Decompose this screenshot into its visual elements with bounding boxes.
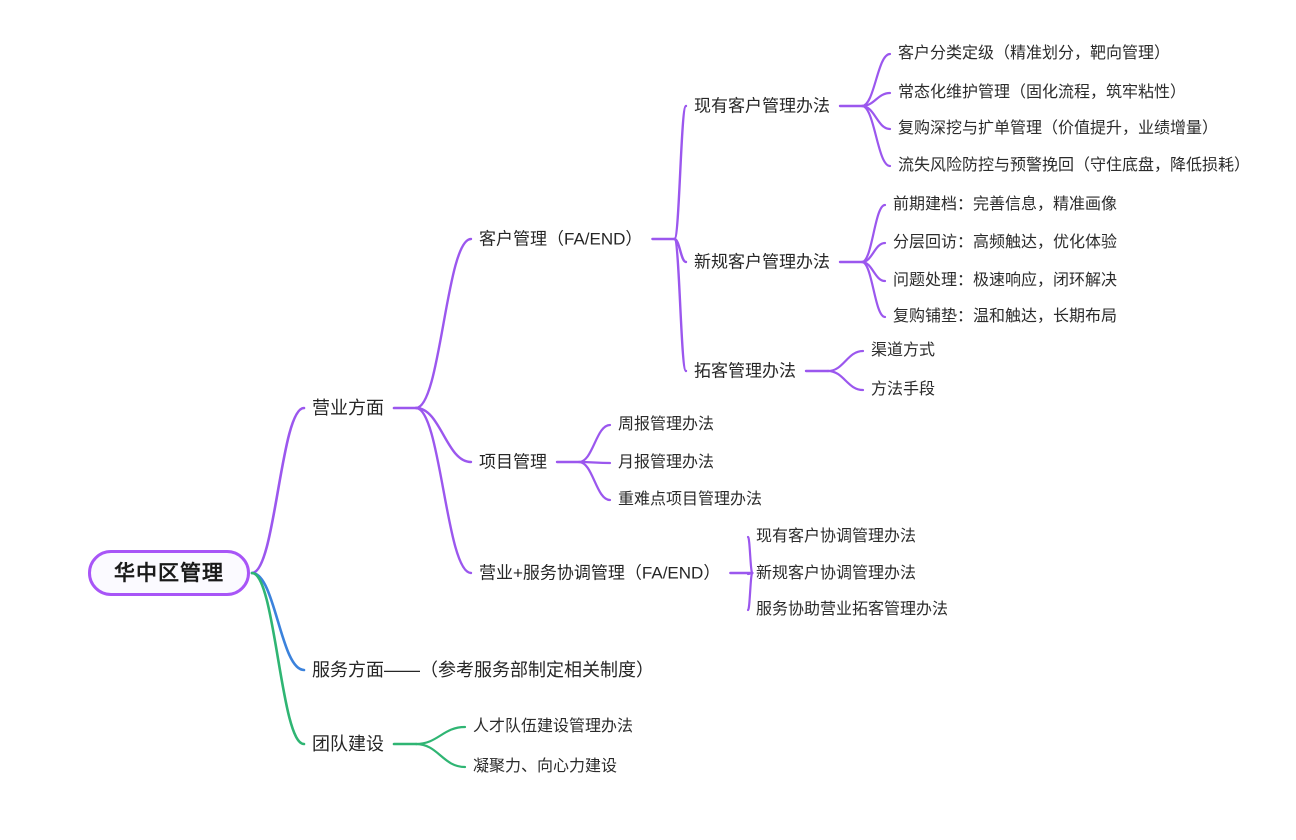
connector xyxy=(414,406,473,464)
connector xyxy=(826,349,865,373)
connector xyxy=(860,241,887,264)
mindmap-node-leaf-9[interactable]: 渠道方式 xyxy=(871,342,936,359)
connector xyxy=(673,237,688,373)
connector xyxy=(577,460,612,502)
connector xyxy=(860,260,887,319)
connector xyxy=(414,237,473,410)
mindmap-node-leaf-4[interactable]: 流失风险防控与预警挽回（守住底盘，降低损耗） xyxy=(898,157,1251,174)
connector xyxy=(860,104,892,168)
mindmap-node-leaf-12[interactable]: 月报管理办法 xyxy=(618,454,715,471)
connector xyxy=(860,260,887,283)
mindmap-node-sales[interactable]: 营业方面 xyxy=(312,398,384,418)
mindmap-node-project-mgmt[interactable]: 项目管理 xyxy=(479,452,547,472)
connector xyxy=(860,91,892,108)
mindmap-node-leaf-10[interactable]: 方法手段 xyxy=(871,381,936,398)
mindmap-node-service[interactable]: 服务方面——（参考服务部制定相关制度） xyxy=(312,660,654,680)
connector xyxy=(250,406,306,575)
mindmap-node-leaf-7[interactable]: 问题处理：极速响应，闭环解决 xyxy=(893,272,1118,289)
connector xyxy=(414,406,473,575)
connector xyxy=(577,460,612,465)
mindmap-node-existing-customer[interactable]: 现有客户管理办法 xyxy=(694,96,830,116)
mindmap-node-leaf-18[interactable]: 凝聚力、向心力建设 xyxy=(473,758,618,775)
mindmap-node-customer-mgmt[interactable]: 客户管理（FA/END） xyxy=(479,229,643,249)
connector xyxy=(826,369,865,392)
mindmap-node-leaf-16[interactable]: 服务协助营业拓客管理办法 xyxy=(756,601,949,618)
connector xyxy=(577,423,612,464)
connector xyxy=(673,237,688,264)
mindmap-node-leaf-2[interactable]: 常态化维护管理（固化流程，筑牢粘性） xyxy=(898,84,1187,101)
connector xyxy=(746,571,754,612)
connector xyxy=(746,535,754,575)
mindmap-node-leaf-14[interactable]: 现有客户协调管理办法 xyxy=(756,528,917,545)
mindmap-root-node[interactable]: 华中区管理 xyxy=(88,550,250,596)
mindmap-node-leaf-15[interactable]: 新规客户协调管理办法 xyxy=(756,565,917,582)
mindmap-node-leaf-5[interactable]: 前期建档：完善信息，精准画像 xyxy=(893,196,1118,213)
mindmap-node-team-building[interactable]: 团队建设 xyxy=(312,734,384,754)
mindmap-node-leaf-13[interactable]: 重难点项目管理办法 xyxy=(618,491,763,508)
mindmap-node-new-customer[interactable]: 新规客户管理办法 xyxy=(694,252,830,272)
mindmap-node-leaf-17[interactable]: 人才队伍建设管理办法 xyxy=(473,718,634,735)
connector xyxy=(250,571,306,672)
mindmap-node-leaf-11[interactable]: 周报管理办法 xyxy=(618,416,715,433)
mindmap-node-leaf-3[interactable]: 复购深挖与扩单管理（价值提升，业绩增量） xyxy=(898,120,1219,137)
connector xyxy=(860,203,887,264)
mindmap-node-leaf-6[interactable]: 分层回访：高频触达，优化体验 xyxy=(893,234,1118,251)
connector xyxy=(860,104,892,131)
mindmap-node-expand-customer[interactable]: 拓客管理办法 xyxy=(694,361,796,381)
connector xyxy=(860,52,892,108)
connector xyxy=(673,104,688,241)
mindmap-node-leaf-1[interactable]: 客户分类定级（精准划分，靶向管理） xyxy=(898,45,1171,62)
mindmap-node-sales-service-coord[interactable]: 营业+服务协调管理（FA/END） xyxy=(479,563,721,583)
connector xyxy=(250,571,306,746)
connector xyxy=(746,571,754,576)
connector xyxy=(414,725,467,746)
connector xyxy=(414,742,467,769)
mindmap-node-leaf-8[interactable]: 复购铺垫：温和触达，长期布局 xyxy=(893,308,1118,325)
